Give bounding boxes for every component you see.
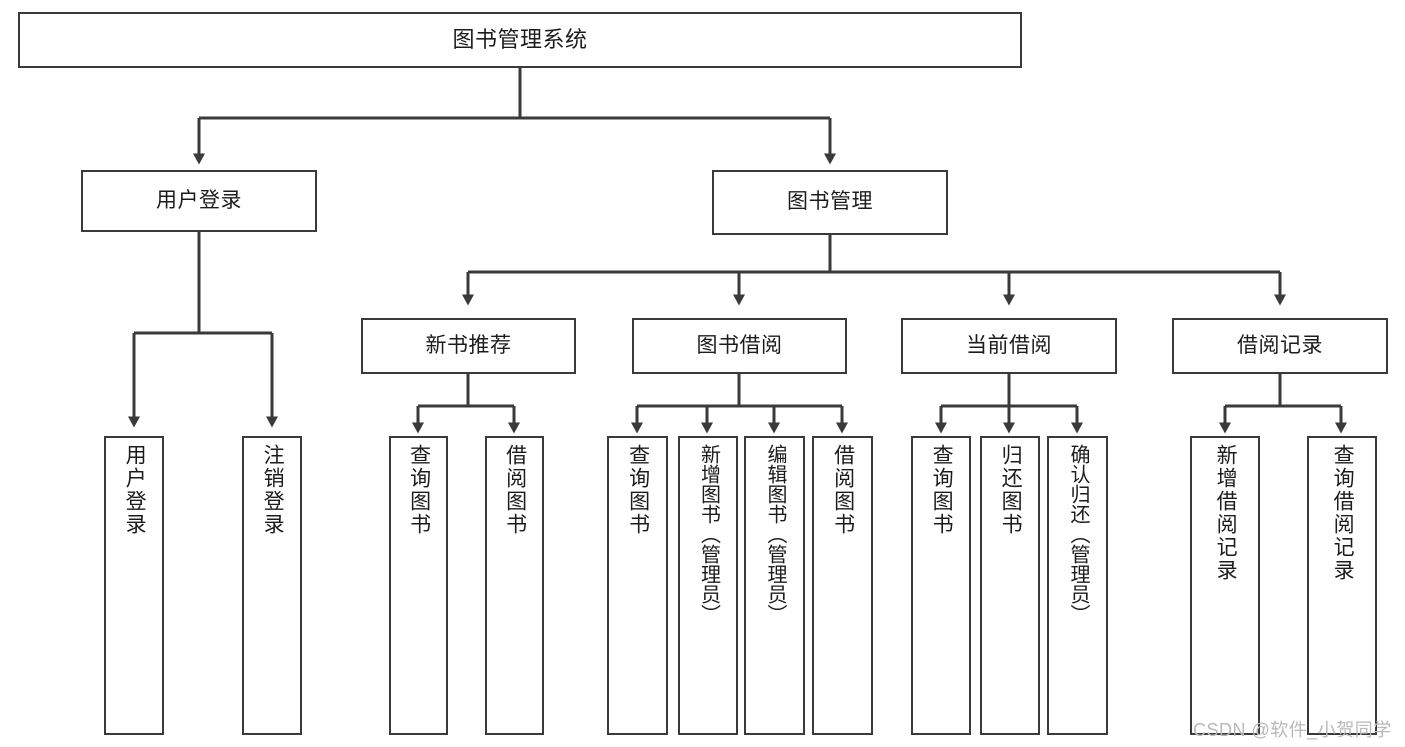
node-label: 归还图书	[999, 444, 1023, 536]
node-label: 借阅图书	[831, 444, 855, 536]
leaf-user-login[interactable]: 用户登录	[104, 436, 164, 735]
leaf-return-book[interactable]: 归还图书	[980, 436, 1040, 735]
node-label: 当前借阅	[966, 333, 1052, 357]
leaf-borrow-book-recommend[interactable]: 借阅图书	[485, 436, 544, 735]
node-book-management[interactable]: 图书管理	[712, 170, 948, 235]
leaf-edit-book-admin[interactable]: 编辑图书（管理员）	[744, 436, 805, 735]
node-label: 查询图书	[930, 444, 954, 536]
node-label: 编辑图书（管理员）	[764, 444, 786, 624]
node-label: 确认归还（管理员）	[1067, 444, 1089, 624]
node-borrow-record[interactable]: 借阅记录	[1172, 318, 1388, 374]
csdn-watermark: CSDN @软件_小贺同学	[1193, 720, 1392, 740]
node-root-book-management-system[interactable]: 图书管理系统	[18, 12, 1022, 68]
node-current-borrow[interactable]: 当前借阅	[901, 318, 1117, 374]
node-label: 用户登录	[123, 444, 147, 536]
leaf-add-book-admin[interactable]: 新增图书（管理员）	[678, 436, 738, 735]
node-book-borrow[interactable]: 图书借阅	[632, 318, 847, 374]
node-label: 图书管理系统	[452, 27, 588, 53]
node-label: 用户登录	[156, 188, 242, 212]
leaf-query-book-borrow[interactable]: 查询图书	[607, 436, 668, 735]
leaf-add-borrow-record[interactable]: 新增借阅记录	[1190, 436, 1260, 735]
node-label: 新增借阅记录	[1214, 444, 1238, 582]
node-label: 查询图书	[626, 444, 650, 536]
node-new-book-recommend[interactable]: 新书推荐	[361, 318, 576, 374]
leaf-query-book-recommend[interactable]: 查询图书	[389, 436, 448, 735]
node-label: 图书借阅	[696, 333, 783, 357]
leaf-query-book-current[interactable]: 查询图书	[911, 436, 971, 735]
node-label: 查询图书	[407, 444, 431, 536]
node-label: 借阅记录	[1237, 333, 1323, 357]
leaf-query-borrow-record[interactable]: 查询借阅记录	[1307, 436, 1377, 735]
node-label: 注销登录	[261, 444, 285, 536]
leaf-borrow-book[interactable]: 借阅图书	[812, 436, 873, 735]
node-label: 借阅图书	[503, 444, 527, 536]
node-user-login[interactable]: 用户登录	[81, 170, 317, 232]
leaf-logout[interactable]: 注销登录	[242, 436, 302, 735]
node-label: 新增图书（管理员）	[697, 444, 720, 624]
node-label: 新书推荐	[425, 333, 512, 357]
node-label: 图书管理	[787, 190, 873, 214]
leaf-confirm-return-admin[interactable]: 确认归还（管理员）	[1047, 436, 1108, 735]
node-label: 查询借阅记录	[1331, 444, 1355, 582]
